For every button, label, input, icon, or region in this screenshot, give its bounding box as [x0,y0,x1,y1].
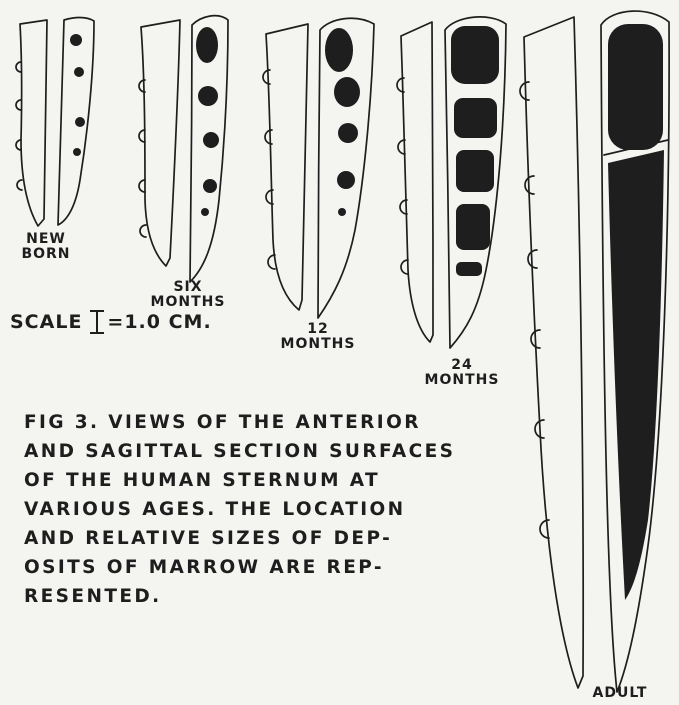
twentyfour-months-sternum [397,17,506,348]
label-newborn: NEW BORN [18,232,74,261]
scale-label: SCALE [10,311,82,333]
newborn-anterior-view [20,20,47,226]
scale-value: =1.0 CM. [107,311,211,333]
six-months-sternum [139,16,228,282]
adult-marrow-deposits [608,24,664,600]
twelve-months-sternum [263,18,374,318]
six-months-anterior-view [141,20,180,266]
twelve-months-marrow-deposits [325,28,360,216]
label-six-months: SIX MONTHS [138,280,238,309]
scale-indicator: SCALE =1.0 CM. [10,310,212,334]
figure-caption: FIG 3. VIEWS OF THE ANTERIOR AND SAGITTA… [24,408,544,611]
twentyfour-months-anterior-view [401,22,433,342]
label-twelve-months: 12 MONTHS [268,322,368,351]
label-adult: ADULT [575,686,665,701]
newborn-marrow-deposits [70,34,85,156]
newborn-sternum [16,18,94,227]
label-twentyfour-months: 24 MONTHS [412,358,512,387]
six-months-marrow-deposits [196,27,219,216]
twelve-months-anterior-view [266,24,308,310]
scale-bar-icon [90,310,104,334]
